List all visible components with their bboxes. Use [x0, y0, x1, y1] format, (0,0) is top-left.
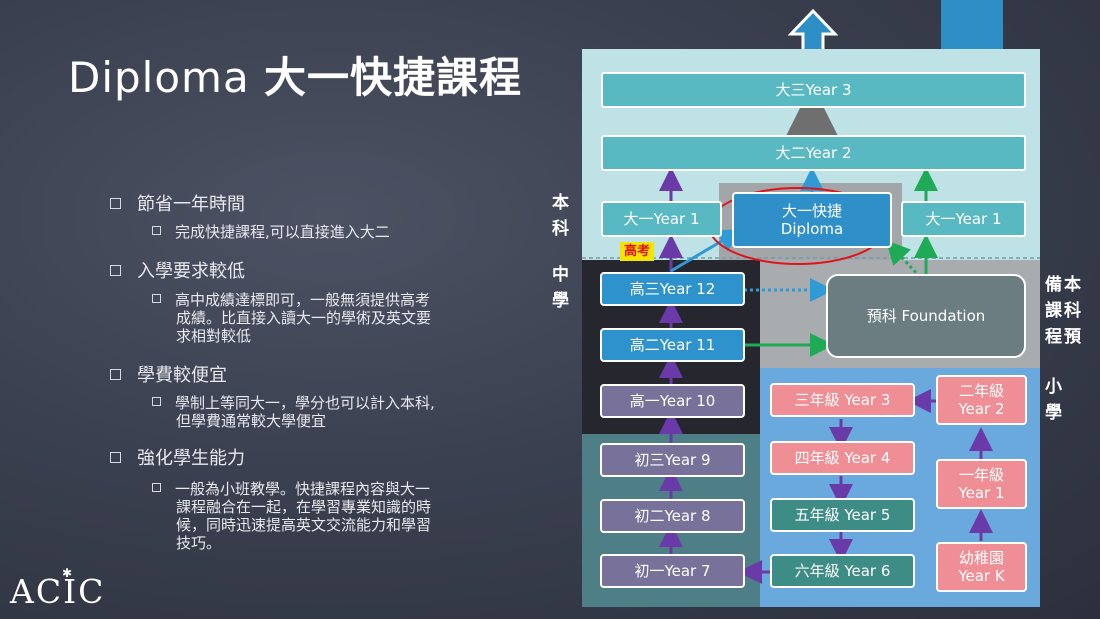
- sub-bullet-text: 技巧。: [176, 534, 222, 552]
- sub-bullet-1-1: 完成快捷課程,可以直接進入大二: [152, 224, 390, 241]
- bullet-text: 節省一年時間: [137, 194, 245, 215]
- primary1-label-line1: 一年級: [958, 466, 1004, 484]
- year1-left-box: 大一Year 1: [601, 201, 722, 237]
- sub-bullet-3-line2: 但學費通常較大學便宜: [176, 413, 326, 430]
- sub-bullet-2-1: 高中成績達標即可，一般無須提供高考: [152, 292, 430, 309]
- sub-bullet-text: 學制上等同大一，學分也可以計入本科,: [175, 394, 435, 412]
- sub-bullet-4-1: 一般為小班教學。快捷課程內容與大一: [152, 481, 430, 498]
- grade7-box: 初一Year 7: [600, 554, 745, 588]
- primary6-box: 六年級 Year 6: [770, 554, 915, 588]
- education-pathway-diagram: 大三Year 3 大二Year 2 大一Year 1 大一快捷 Diploma …: [582, 49, 1040, 607]
- grade11-box: 高二Year 11: [600, 328, 745, 362]
- label-secondary: 中 學: [552, 265, 569, 311]
- sub-bullet-text: 高中成績達標即可，一般無須提供高考: [175, 291, 431, 309]
- year3-box: 大三Year 3: [601, 72, 1026, 108]
- bullet-box-icon: [152, 483, 161, 492]
- gaokao-label: 高考: [620, 242, 654, 261]
- diploma-box: 大一快捷 Diploma: [732, 192, 892, 248]
- bullet-box-icon: [110, 368, 121, 380]
- logo-text: ACIC: [10, 572, 106, 611]
- sub-bullet-text: 候，同時迅速提高英文交流能力和學習: [176, 516, 432, 534]
- primary2-label-line2: Year 2: [958, 400, 1005, 418]
- sub-bullet-4-line3: 候，同時迅速提高英文交流能力和學習: [176, 517, 431, 534]
- primary3-box: 三年級 Year 3: [770, 383, 915, 417]
- primary2-box: 二年級 Year 2: [936, 375, 1027, 425]
- primary1-label-line2: Year 1: [958, 484, 1005, 502]
- label-foundation: 備本 課科 程預: [1045, 275, 1083, 347]
- year2-box: 大二Year 2: [601, 135, 1026, 171]
- sub-bullet-4-line4: 技巧。: [176, 535, 221, 552]
- grade10-box: 高一Year 10: [600, 384, 745, 418]
- sub-bullet-text: 求相對較低: [176, 327, 252, 345]
- sub-bullet-text: 完成快捷課程,可以直接進入大二: [175, 223, 390, 241]
- bullet-text: 強化學生能力: [137, 448, 245, 469]
- bullet-text: 學費較便宜: [137, 365, 227, 386]
- primary4-box: 四年級 Year 4: [770, 441, 915, 475]
- grade9-box: 初三Year 9: [600, 443, 745, 477]
- bullet-box-icon: [152, 397, 161, 406]
- accent-bar: [941, 0, 1003, 49]
- slide-title: Diploma 大一快捷課程: [68, 44, 522, 105]
- foundation-box: 預科 Foundation: [826, 274, 1026, 358]
- connector-arrows: [582, 84, 1040, 584]
- sub-bullet-2-line3: 求相對較低: [176, 328, 251, 345]
- title-latin: Diploma: [68, 53, 265, 102]
- bullet-box-icon: [110, 264, 121, 276]
- label-primary: 小 學: [1045, 377, 1062, 423]
- title-cjk: 大一快捷課程: [264, 53, 523, 102]
- grade8-box: 初二Year 8: [600, 499, 745, 533]
- bullet-box-icon: [152, 226, 161, 235]
- bullet-box-icon: [110, 197, 121, 209]
- year1-right-box: 大一Year 1: [901, 201, 1026, 237]
- kindergarten-box: 幼稚園 Year K: [936, 542, 1027, 592]
- sub-bullet-text: 但學費通常較大學便宜: [176, 412, 327, 430]
- sub-bullet-2-line2: 成績。比直接入讀大一的學術及英文要: [176, 310, 431, 327]
- sub-bullet-text: 課程融合在一起，在學習專業知識的時: [176, 498, 432, 516]
- sub-bullet-text: 成績。比直接入讀大一的學術及英文要: [176, 309, 432, 327]
- bullet-2: 入學要求較低: [110, 257, 245, 283]
- bullet-text: 入學要求較低: [137, 261, 245, 282]
- sub-bullet-3-1: 學制上等同大一，學分也可以計入本科,: [152, 395, 435, 412]
- diploma-label-line2: Diploma: [780, 220, 844, 238]
- bullet-3: 學費較便宜: [110, 361, 227, 387]
- grade12-box: 高三Year 12: [600, 272, 745, 306]
- primary1-box: 一年級 Year 1: [936, 459, 1027, 509]
- primary5-box: 五年級 Year 5: [770, 498, 915, 532]
- logo-star-icon: ✱: [62, 566, 75, 580]
- bullet-1: 節省一年時間: [110, 190, 245, 216]
- diploma-label-line1: 大一快捷: [781, 202, 842, 220]
- bullet-box-icon: [110, 451, 121, 463]
- sub-bullet-text: 一般為小班教學。快捷課程內容與大一: [175, 480, 431, 498]
- bullet-box-icon: [152, 294, 161, 303]
- kindergarten-label-line1: 幼稚園: [958, 549, 1004, 567]
- sub-bullet-4-line2: 課程融合在一起，在學習專業知識的時: [176, 499, 431, 516]
- bullet-4: 強化學生能力: [110, 444, 245, 470]
- label-undergrad: 本 科: [552, 193, 569, 239]
- acic-logo: ✱ACIC: [10, 566, 106, 611]
- primary2-label-line1: 二年級: [958, 382, 1004, 400]
- kindergarten-label-line2: Year K: [958, 567, 1005, 585]
